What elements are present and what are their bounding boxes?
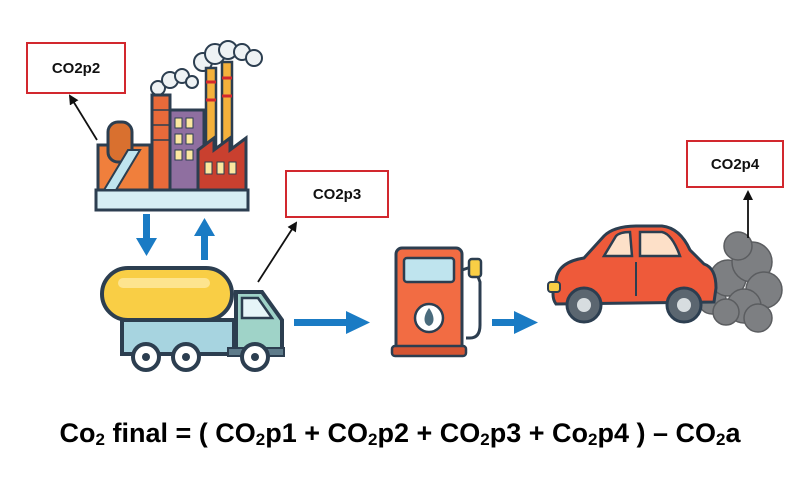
formula-text: a bbox=[725, 418, 741, 448]
tanker-truck-icon bbox=[100, 266, 285, 372]
exhaust-smoke-icon bbox=[697, 231, 783, 333]
factory-icon bbox=[94, 40, 263, 212]
label-co2p4: CO2p4 bbox=[686, 140, 784, 188]
flow-arrow-down bbox=[136, 214, 157, 256]
car-icon bbox=[547, 224, 718, 324]
formula-text: final = ( CO bbox=[104, 418, 256, 448]
flow-arrow-right-2 bbox=[492, 311, 538, 334]
fuel-pump-icon bbox=[390, 246, 483, 358]
flow-arrow-right-1 bbox=[294, 311, 370, 334]
co2-formula: Co2 final = ( CO2p1 + CO2p2 + CO2p3 + Co… bbox=[0, 418, 800, 449]
formula-text: p1 + CO bbox=[265, 418, 368, 448]
label-co2p3: CO2p3 bbox=[285, 170, 389, 218]
formula-text: Co bbox=[59, 418, 96, 448]
pointer-arrow-p3 bbox=[257, 221, 298, 283]
formula-subscript: 2 bbox=[588, 430, 598, 449]
flow-arrow-up bbox=[194, 218, 215, 260]
formula-text: p3 + Co bbox=[489, 418, 588, 448]
formula-text: p4 ) – CO bbox=[597, 418, 716, 448]
pointer-arrow-p2 bbox=[68, 94, 98, 141]
label-co2p2: CO2p2 bbox=[26, 42, 126, 94]
formula-subscript: 2 bbox=[95, 430, 105, 449]
formula-subscript: 2 bbox=[368, 430, 378, 449]
formula-subscript: 2 bbox=[255, 430, 266, 449]
formula-subscript: 2 bbox=[480, 430, 490, 449]
formula-subscript: 2 bbox=[716, 430, 726, 449]
formula-text: p2 + CO bbox=[377, 418, 481, 448]
